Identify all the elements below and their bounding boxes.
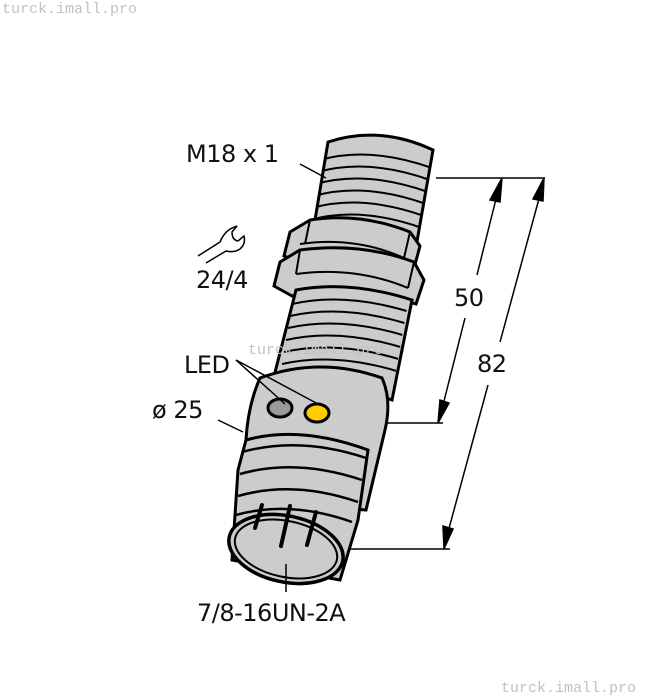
thread-label: M18 x 1	[186, 140, 279, 168]
connector-thread-label: 7/8-16UN-2A	[197, 599, 346, 627]
watermark-center: turck.imall.pro	[248, 342, 384, 359]
leader-lines	[217, 163, 327, 592]
dimension-82-label: 82	[477, 350, 507, 378]
dimension-50-label: 50	[454, 284, 484, 312]
led-gray-indicator	[266, 397, 294, 419]
led-yellow-indicator	[303, 402, 331, 424]
dimension-lines	[348, 177, 545, 550]
watermark-top-left: turck.imall.pro	[2, 1, 138, 18]
led-label: LED	[184, 351, 230, 379]
watermark-bottom-right: turck.imall.pro	[501, 680, 637, 697]
wrench-size-label: 24/4	[196, 266, 248, 294]
diameter-label: ø 25	[152, 396, 203, 424]
wrench-icon	[197, 225, 246, 264]
connector	[227, 432, 370, 586]
connector-pins	[253, 503, 318, 548]
